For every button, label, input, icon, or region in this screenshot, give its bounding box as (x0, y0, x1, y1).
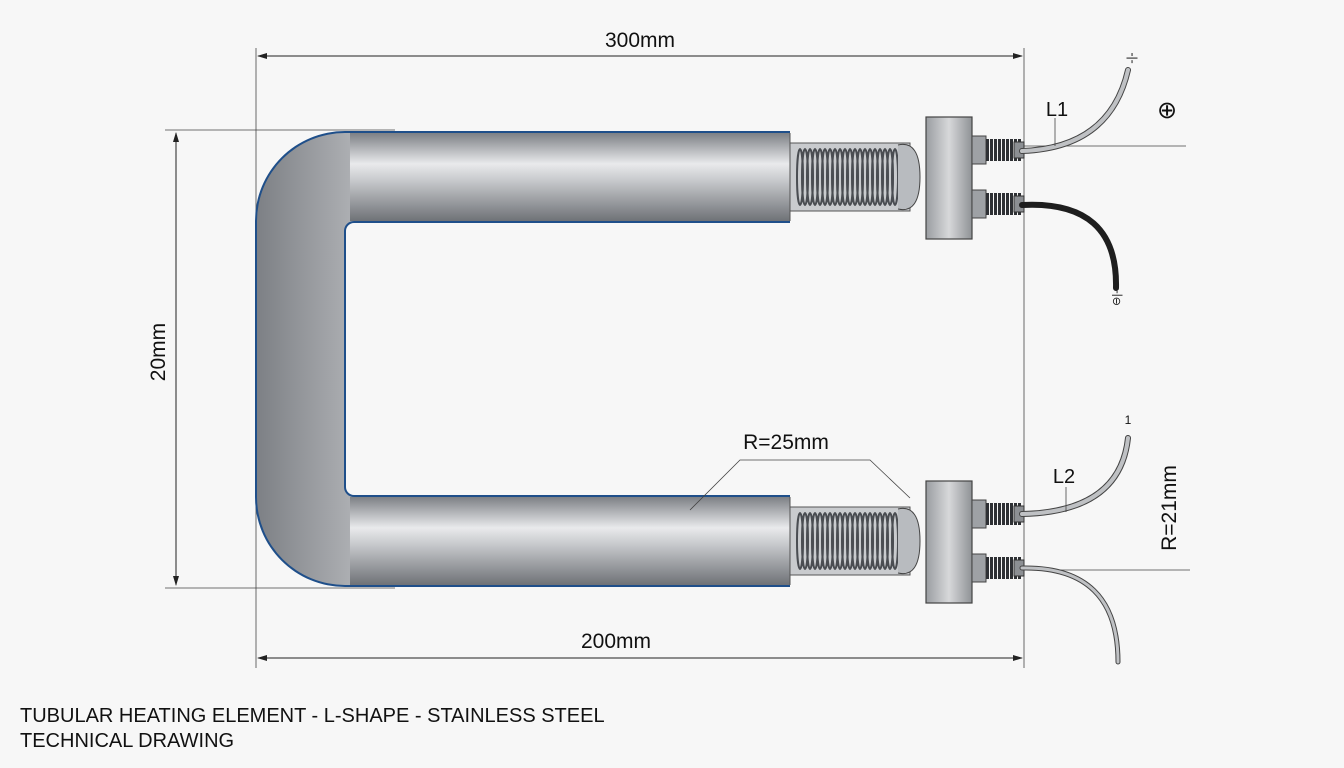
caption-title: TUBULAR HEATING ELEMENT - L-SHAPE - STAI… (20, 705, 605, 727)
plus-symbol-icon: ⊕ (1157, 97, 1177, 124)
height-label: 20mm (147, 323, 170, 381)
heating-tube (255, 131, 791, 587)
thread-ridge (986, 139, 989, 161)
thread-ridge (1010, 503, 1013, 525)
drawing-caption: TUBULAR HEATING ELEMENT - L-SHAPE - STAI… (20, 704, 605, 754)
lower-wire-mark: 1 (1125, 413, 1132, 427)
terminal-threads (986, 139, 1025, 579)
lower-flange (925, 480, 987, 604)
lower-spring (789, 506, 921, 576)
lower-wires (1019, 435, 1131, 665)
upper-flange (925, 116, 987, 240)
thread-ridge (986, 503, 989, 525)
thread-ridge (990, 503, 993, 525)
upper-wires (1019, 67, 1131, 291)
thread-ridge (990, 557, 993, 579)
thread-ridge (1002, 193, 1005, 215)
leader-lines (689, 118, 1067, 512)
thread-ridge (1010, 139, 1013, 161)
terminal-radius-label: R=21mm (1158, 465, 1181, 551)
straight-length-label: 200mm (581, 630, 651, 653)
thread-ridge (1002, 503, 1005, 525)
thread-ridge (1006, 557, 1009, 579)
thread-ridge (1010, 193, 1013, 215)
thread-ridge (1006, 193, 1009, 215)
thread-ridge (1006, 503, 1009, 525)
upper-lead-mark: ⊖|- (1111, 290, 1123, 306)
thread-ridge (994, 139, 997, 161)
thread-ridge (994, 193, 997, 215)
upper-spring (789, 142, 921, 212)
thread-ridge (998, 193, 1001, 215)
thread-ridge (990, 139, 993, 161)
thread-ridge (1006, 139, 1009, 161)
thread-ridge (986, 193, 989, 215)
overall-length-label: 300mm (605, 29, 675, 52)
thread-ridge (1002, 557, 1005, 579)
thread-ridge (998, 557, 1001, 579)
bend-radius-label: R=25mm (743, 431, 829, 454)
thread-ridge (998, 503, 1001, 525)
thread-ridge (1010, 557, 1013, 579)
terminal-label-l1: L1 (1046, 99, 1068, 121)
thread-ridge (998, 139, 1001, 161)
upper-wire-mark: -|- (1124, 52, 1138, 63)
thread-ridge (1002, 139, 1005, 161)
thread-ridge (986, 557, 989, 579)
thread-ridge (994, 503, 997, 525)
thread-ridge (990, 193, 993, 215)
terminal-label-l2: L2 (1053, 466, 1075, 488)
caption-subtitle: TECHNICAL DRAWING (20, 730, 235, 752)
thread-ridge (994, 557, 997, 579)
